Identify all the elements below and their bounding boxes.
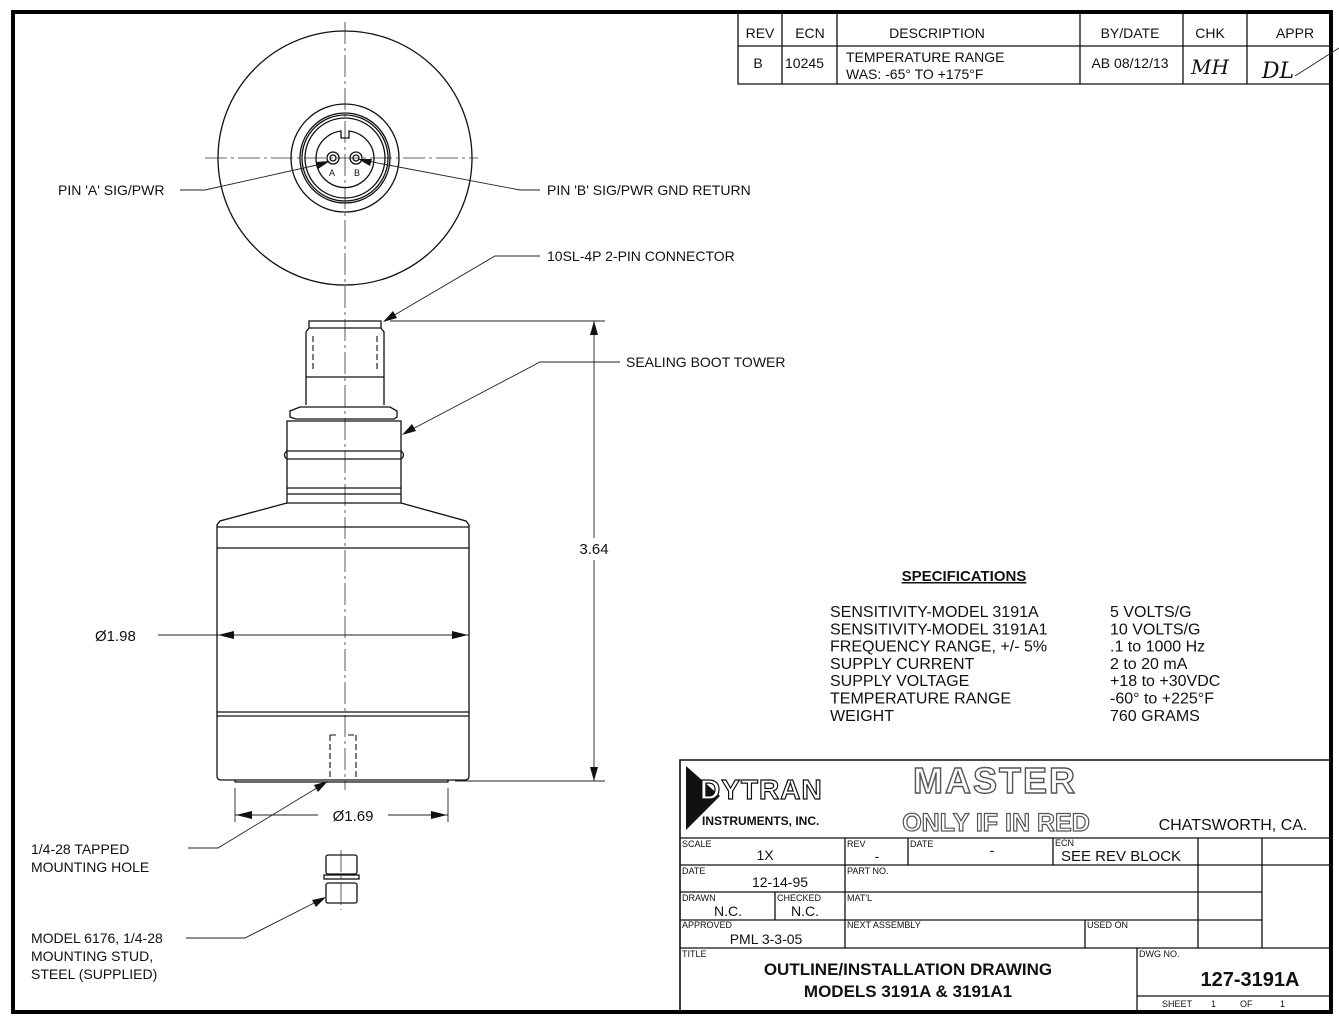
ecn-header: ECN xyxy=(795,25,825,41)
stud-callout-line1: MODEL 6176, 1/4-28 xyxy=(31,930,163,946)
spec-value: 2 to 20 mA xyxy=(1110,656,1188,673)
base-diameter-dimension: Ø1.69 xyxy=(333,808,374,825)
tapped-hole-callout-line2: MOUNTING HOLE xyxy=(31,859,149,875)
sheet-label: SHEET xyxy=(1162,999,1193,1009)
part-no-label: PART NO. xyxy=(847,866,889,876)
spec-value: +18 to +30VDC xyxy=(1110,673,1220,690)
scale-value: 1X xyxy=(756,847,774,863)
rev-value-tb: - xyxy=(875,848,880,864)
description-header: DESCRIPTION xyxy=(889,25,985,41)
accelerometer-side-view xyxy=(216,320,470,783)
rev-label: REV xyxy=(847,839,866,849)
spec-label: SENSITIVITY-MODEL 3191A xyxy=(830,604,1039,621)
dytran-logo-icon xyxy=(686,766,720,830)
mounting-stud xyxy=(323,850,360,910)
pin-b-callout: PIN 'B' SIG/PWR GND RETURN xyxy=(547,182,751,198)
pin-a-callout: PIN 'A' SIG/PWR xyxy=(58,182,164,198)
specifications: SPECIFICATIONS SENSITIVITY-MODEL 3191A 5 … xyxy=(830,568,1220,725)
spec-value: 5 VOLTS/G xyxy=(1110,604,1192,621)
location: CHATSWORTH, CA. xyxy=(1159,817,1308,834)
dwg-no-value: 127-3191A xyxy=(1201,969,1300,991)
date-value: - xyxy=(990,842,995,858)
body-diameter-dimension: Ø1.98 xyxy=(95,628,136,645)
spec-label: TEMPERATURE RANGE xyxy=(830,691,1011,708)
spec-value: 10 VOLTS/G xyxy=(1110,621,1200,638)
drawing-title-line2: MODELS 3191A & 3191A1 xyxy=(804,982,1012,1001)
pin-a-letter: A xyxy=(329,168,335,178)
by-date-value: AB 08/12/13 xyxy=(1091,55,1168,71)
master-stamp: MASTER xyxy=(913,760,1077,801)
title-label: TITLE xyxy=(682,949,707,959)
ecn-label: ECN xyxy=(1055,838,1074,848)
spec-label: SENSITIVITY-MODEL 3191A1 xyxy=(830,621,1048,638)
pin-b-icon xyxy=(349,151,363,165)
connector-callout: 10SL-4P 2-PIN CONNECTOR xyxy=(547,248,735,264)
spec-label: SUPPLY CURRENT xyxy=(830,656,975,673)
approved-value: PML 3-3-05 xyxy=(730,931,803,947)
spec-value: .1 to 1000 Hz xyxy=(1110,639,1205,656)
date2-value: 12-14-95 xyxy=(752,874,808,890)
by-date-header: BY/DATE xyxy=(1101,25,1160,41)
ecn-value: 10245 xyxy=(785,55,824,71)
date-label: DATE xyxy=(910,839,933,849)
revision-block: REV ECN DESCRIPTION BY/DATE CHK APPR B 1… xyxy=(737,14,1339,85)
drawn-label: DRAWN xyxy=(682,893,716,903)
next-assembly-label: NEXT ASSEMBLY xyxy=(847,920,921,930)
ecn-value-tb: SEE REV BLOCK xyxy=(1061,848,1181,865)
callouts: PIN 'A' SIG/PWR PIN 'B' SIG/PWR GND RETU… xyxy=(31,159,785,982)
sealing-boot-callout: SEALING BOOT TOWER xyxy=(626,354,785,370)
title-block: DYTRAN INSTRUMENTS, INC. MASTER ONLY IF … xyxy=(679,759,1331,1012)
spec-label: FREQUENCY RANGE, +/- 5% xyxy=(830,639,1047,656)
appr-signature: DL xyxy=(1261,59,1294,84)
master-stamp-sub: ONLY IF IN RED xyxy=(902,809,1090,837)
tapped-hole-callout-line1: 1/4-28 TAPPED xyxy=(31,841,129,857)
chk-header: CHK xyxy=(1195,25,1225,41)
drawn-value: N.C. xyxy=(714,903,742,919)
specifications-title: SPECIFICATIONS xyxy=(902,568,1027,585)
pin-a-icon xyxy=(326,151,340,165)
description-line1: TEMPERATURE RANGE xyxy=(846,49,1004,65)
chk-signature: MH xyxy=(1190,55,1229,79)
rev-header: REV xyxy=(746,25,775,41)
company-logo: DYTRAN xyxy=(700,774,823,805)
company-sub: INSTRUMENTS, INC. xyxy=(702,814,819,828)
date2-label: DATE xyxy=(682,866,705,876)
stud-callout-line2: MOUNTING STUD, xyxy=(31,948,153,964)
spec-label: WEIGHT xyxy=(830,708,894,725)
checked-value: N.C. xyxy=(791,903,819,919)
sheet-value: 1 xyxy=(1211,999,1216,1009)
connector-top-view: A B xyxy=(217,30,473,286)
description-line2: WAS: -65° TO +175°F xyxy=(846,66,983,82)
matl-label: MAT'L xyxy=(847,893,872,903)
dwg-no-label: DWG NO. xyxy=(1139,949,1180,959)
scale-label: SCALE xyxy=(682,839,712,849)
rev-value: B xyxy=(753,55,762,71)
spec-value: 760 GRAMS xyxy=(1110,708,1200,725)
of-label: OF xyxy=(1240,999,1253,1009)
approved-label: APPROVED xyxy=(682,920,733,930)
drawing-border xyxy=(11,10,1333,1014)
height-dimension: 3.64 xyxy=(579,541,608,558)
appr-header: APPR xyxy=(1276,25,1314,41)
checked-label: CHECKED xyxy=(777,893,822,903)
dimensions: 3.64 Ø1.98 Ø1.69 xyxy=(90,320,614,825)
spec-label: SUPPLY VOLTAGE xyxy=(830,673,969,690)
stud-callout-line3: STEEL (SUPPLIED) xyxy=(31,966,157,982)
used-on-label: USED ON xyxy=(1087,920,1128,930)
drawing-title-line1: OUTLINE/INSTALLATION DRAWING xyxy=(764,960,1052,979)
of-value: 1 xyxy=(1280,999,1285,1009)
spec-value: -60° to +225°F xyxy=(1110,691,1214,708)
pin-b-letter: B xyxy=(354,168,360,178)
